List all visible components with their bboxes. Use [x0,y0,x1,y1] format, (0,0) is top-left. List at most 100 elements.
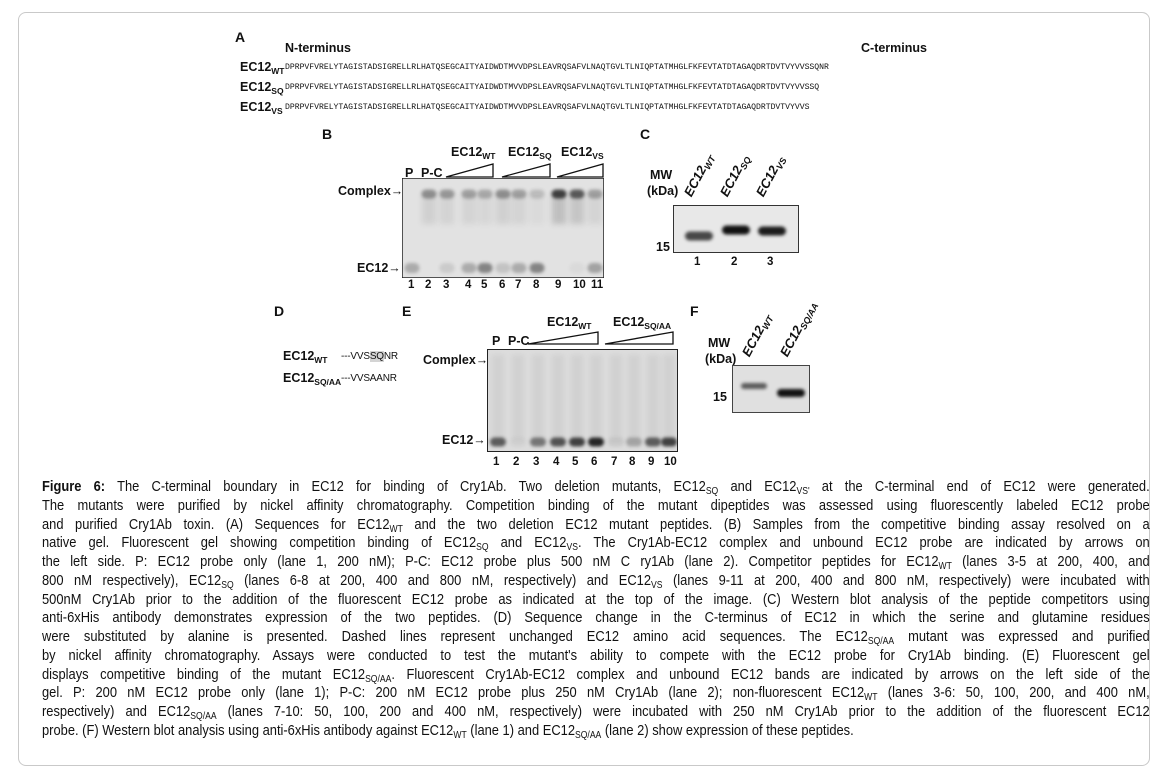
western-band [758,226,786,236]
caption-text: 500nM Cry1Ab prior to the addition of th… [42,590,1150,608]
group-sub: SQ/AA [644,321,672,331]
lane-smear [571,355,583,440]
lane-number: 2 [513,456,520,468]
seq-name: EC12 [240,60,272,74]
lane-number: 4 [553,456,560,468]
complex-band [511,189,527,199]
figure-number: Figure 6: [42,478,106,495]
concentration-wedges-e [527,331,674,345]
lane-number: 9 [648,456,655,468]
caption-subscript: SQ/AA [190,711,217,722]
free-probe-band [404,263,420,273]
caption-text: (lanes 9-11 at 200, 400 and 800 nM, resp… [662,571,1150,589]
lane-number: 3 [767,256,774,268]
sequence-text: DPRPVFVRELYTAGISTADSIGRELLRLHATQSEGCAITY… [285,83,820,92]
arrow-right-icon: → [388,261,401,275]
lane-smear [663,355,675,440]
free-probe-band [510,437,526,447]
gel-background [488,350,677,451]
caption-text: (lane 1) and EC12 [466,721,575,739]
caption-subscript: WT [389,523,403,535]
western-blot-c [673,205,799,253]
seq-name: EC12 [240,80,272,94]
group-label-sq: EC12SQ [508,145,552,160]
free-probe-band [550,437,566,447]
lane-number: 3 [443,279,450,291]
lane-number: 1 [493,456,500,468]
panel-d-label: D [274,303,285,319]
western-band [685,231,713,241]
sequence-text: DPRPVFVRELYTAGISTADSIGRELLRLHATQSEGCAITY… [285,103,810,112]
panel-e-label: E [402,303,412,319]
complex-band [461,189,477,199]
free-probe-label: EC12 [357,261,389,275]
caption-text: displays competitive binding of the muta… [42,665,366,683]
caption-line: 500nM Cry1Ab prior to the addition of th… [42,591,1150,610]
seq-suffix: NR [383,351,398,362]
lane-number: 7 [515,279,522,291]
caption-subscript: WT [864,692,878,704]
complex-band [421,189,437,199]
caption-text: were substituted by alanine is presented… [42,628,868,645]
caption-text: at the C-terminal end of EC12 were gener… [809,478,1150,495]
lane-number: 5 [572,456,579,468]
complex-band [569,189,585,199]
caption-text: and purified Cry1Ab toxin. (A) Sequences… [42,515,390,533]
lane-label-probe-cry1ab: P-C [421,166,443,180]
concentration-wedge [604,331,674,345]
seq-sub: WT [314,355,328,365]
free-probe-arrow-label-e: EC12→ [442,433,486,447]
panel-c-label: C [640,126,651,142]
caption-text: The mutants were purified by nickel affi… [42,496,1150,514]
lane-number: 9 [555,279,562,291]
free-probe-band [569,437,585,447]
concentration-wedge [556,163,604,178]
caption-text: The C-terminal boundary in EC12 for bind… [105,478,706,495]
group-name: EC12 [613,315,645,329]
lane-smear [610,355,622,440]
lane-number: 1 [408,279,415,291]
kda-label-f: (kDa) [705,352,737,366]
caption-text: 800 nM respectively), EC12 [42,571,222,589]
free-probe-band [608,437,624,447]
lane-number: 2 [425,279,432,291]
caption-text: and EC12 [718,478,797,495]
seq-sub: VS [271,106,283,116]
free-probe-band [529,263,545,273]
group-name: EC12 [547,315,579,329]
free-probe-band [587,263,603,273]
sequence-text: DPRPVFVRELYTAGISTADSIGRELLRLHATQSEGCAITY… [285,63,829,72]
concentration-wedges-b [445,163,604,178]
lane-number: 3 [533,456,540,468]
caption-line: 800 nM respectively), EC12SQ (lanes 6-8 … [42,572,1150,591]
arrow-right-icon: → [390,184,404,198]
caption-subscript: WT [938,561,952,572]
western-band [777,389,805,397]
sequence-row-label: EC12WT [240,60,285,75]
group-label-sqaa-e: EC12SQ/AA [613,315,672,331]
complex-smear [588,194,602,224]
caption-subscript: SQ [705,486,719,497]
caption-line: and purified Cry1Ab toxin. (A) Sequences… [42,516,1150,535]
sequence-label-sqaa: EC12SQ/AA [283,371,342,387]
group-label-vs: EC12VS [561,145,604,160]
free-probe-band [511,263,527,273]
seq-name: EC12 [283,371,315,385]
free-probe-band [477,263,493,273]
complex-arrow-label-b: Complex→ [338,184,403,198]
lane-smear [492,355,504,440]
sequence-wt-tail: ---VVSSQNR [341,351,398,362]
concentration-wedge [527,331,599,345]
marker-15-label-f: 15 [713,390,727,404]
marker-15-label: 15 [656,240,670,254]
panel-b-label: B [322,126,333,142]
lane-number: 11 [591,279,604,291]
free-probe-label: EC12 [442,433,474,447]
n-terminus-label: N-terminus [285,41,351,55]
complex-band [439,189,455,199]
lane-number: 10 [664,456,677,468]
free-probe-band [530,437,546,447]
seq-sub: SQ/AA [314,377,342,387]
sequence-row-label: EC12VS [240,100,283,116]
caption-text: and EC12 [488,534,567,552]
